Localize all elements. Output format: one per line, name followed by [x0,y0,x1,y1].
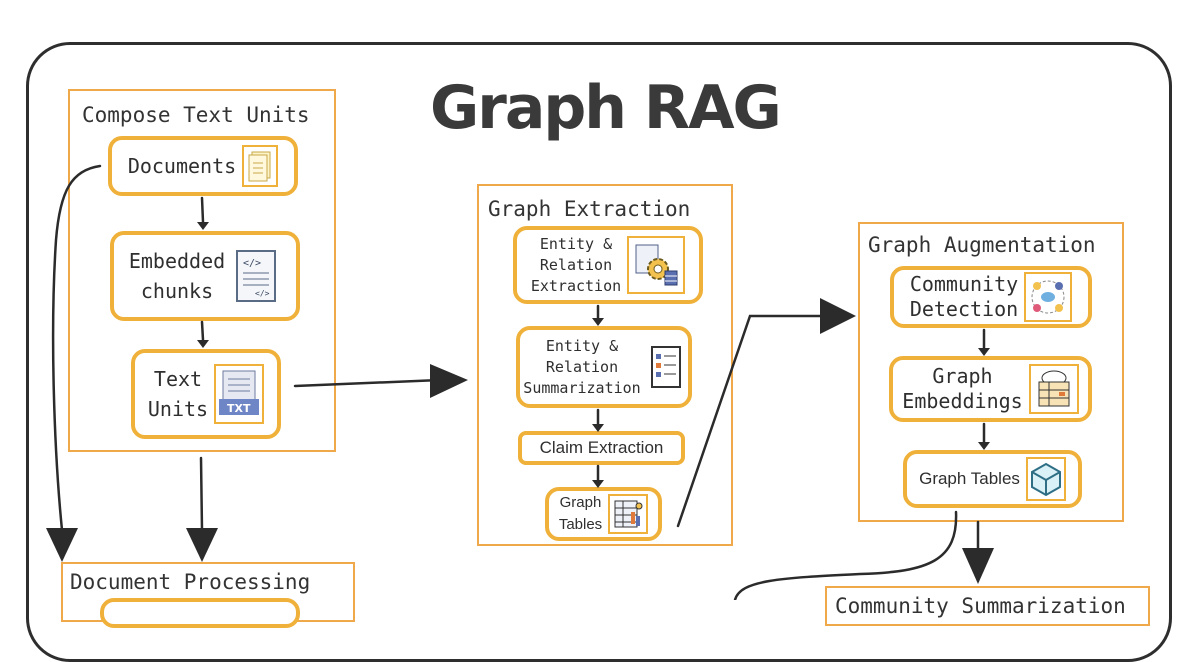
arrowhead [186,528,218,562]
node-graph-tables-extraction: Graph Tables [545,487,662,541]
arrowhead [592,318,604,326]
group-label: Document Processing [70,570,311,594]
arrowhead [430,364,468,398]
arrowhead [962,548,994,584]
node-document-processing-first [100,598,300,628]
arrowhead [592,424,604,432]
txt-file-icon: TXT [214,364,265,424]
node-text-units: Text Units TXT [131,349,281,439]
node-documents: Documents [108,136,298,196]
group-label: Compose Text Units [82,103,310,127]
node-graph-embeddings: Graph Embeddings [889,356,1092,422]
arrowhead [978,348,990,356]
node-entity-relation-extraction: Entity & Relation Extraction [513,226,703,304]
node-label: Community Detection [909,272,1019,321]
arrow-embedded-to-textunits [200,320,205,342]
node-embedded-chunks: Embedded chunks </> </> [110,231,300,321]
group-label: Graph Augmentation [868,233,1096,257]
arrowhead [197,222,209,230]
document-icon [242,145,279,187]
community-icon [1024,272,1073,322]
arrowhead [46,528,78,562]
node-label: Embedded chunks [128,249,226,303]
cloud-table-icon [1028,364,1079,414]
node-label: Entity & Relation Extraction [530,234,622,295]
node-label: Graph Tables [558,493,603,534]
arrow-extraction-to-augmentation [676,314,824,528]
arrowhead [197,340,209,348]
node-label: Graph Embeddings [902,364,1023,413]
node-entity-relation-summarization: Entity & Relation Summarization [516,326,692,408]
connector-tables-to-bottom [733,510,958,600]
node-graph-tables-augmentation: Graph Tables [903,450,1082,508]
arrowhead [978,442,990,450]
node-label: Entity & Relation Summarization [523,336,641,397]
gear-database-icon [627,236,686,294]
node-label: Text Units [147,367,209,421]
arrowhead [820,298,856,334]
node-community-detection: Community Detection [890,266,1092,328]
arrow-documents-to-docprocessing [51,164,102,532]
code-file-icon: </> </> [231,247,282,305]
svg-text:</>: </> [255,289,270,298]
node-label: Claim Extraction [539,438,664,458]
svg-text:</>: </> [243,258,261,269]
node-label: Documents [127,153,237,178]
cube-icon [1025,457,1066,501]
arrow-compose-to-docprocessing [199,456,204,532]
arrowhead [592,480,604,488]
group-label: Graph Extraction [488,197,691,221]
arrow-documents-to-embedded [200,196,205,224]
arrow-textunits-to-extraction [293,378,442,388]
diagram-title: Graph RAG [430,73,782,143]
node-label: Graph Tables [919,469,1020,489]
svg-text:TXT: TXT [227,402,251,415]
node-claim-extraction: Claim Extraction [518,431,685,465]
connector-layer [46,164,994,600]
table-chart-icon [608,494,649,534]
checklist-icon [646,342,685,392]
